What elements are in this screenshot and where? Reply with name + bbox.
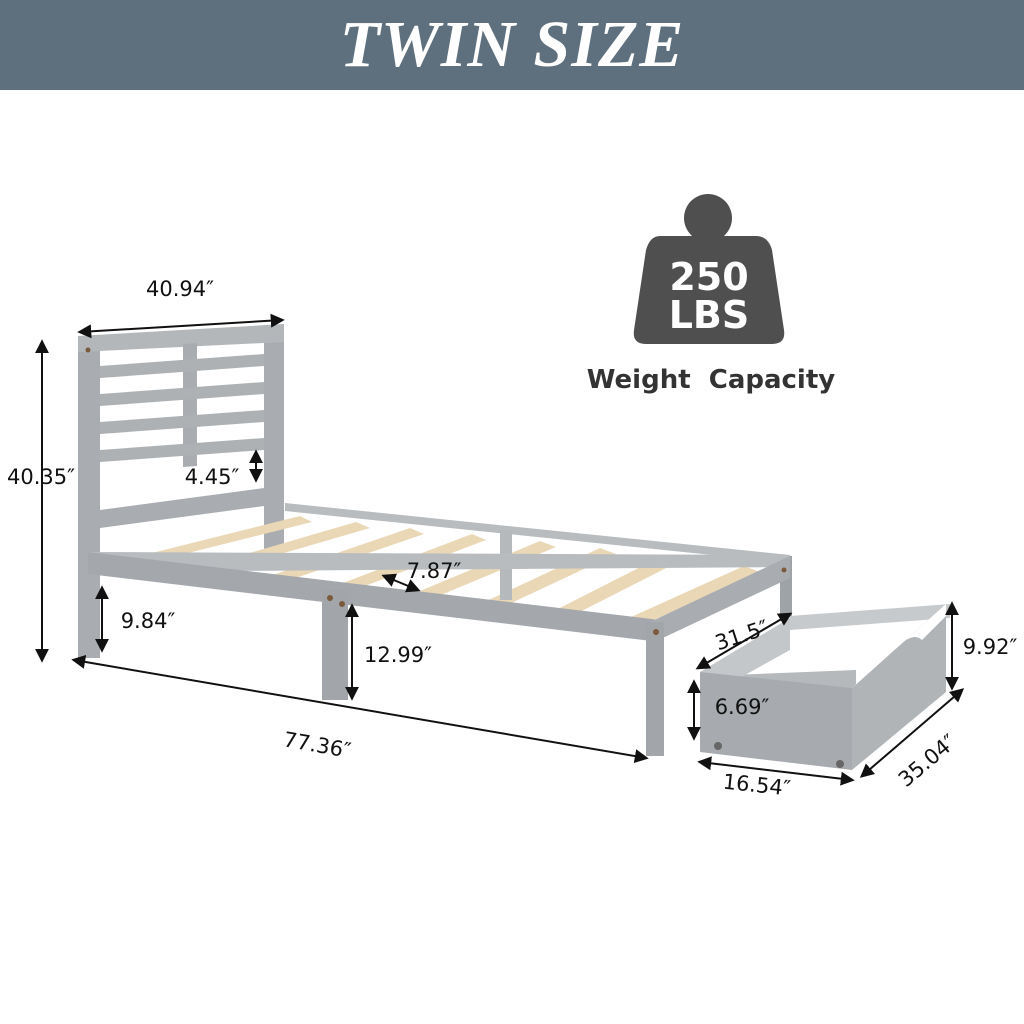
drawer-front-label: 16.54″ <box>722 770 792 801</box>
headboard-height-label: 40.35″ <box>7 465 75 489</box>
slat-gap-label: 4.45″ <box>185 465 240 489</box>
capacity-value: 250 <box>669 255 748 299</box>
bed-length-label: 77.36″ <box>282 727 353 762</box>
leg-height-label: 12.99″ <box>364 643 432 667</box>
banner-title: TWIN SIZE <box>339 8 685 81</box>
headboard-width-label: 40.94″ <box>146 277 214 301</box>
capacity-unit: LBS <box>669 293 750 337</box>
drawer-height-label: 9.92″ <box>963 635 1018 659</box>
dimension-lines <box>35 313 965 786</box>
drawer-inner-height-label: 6.69″ <box>715 695 770 719</box>
clearance-label: 9.84″ <box>121 609 176 633</box>
capacity-label: Weight Capacity <box>587 365 835 395</box>
slat-spacing-label: 7.87″ <box>407 559 462 583</box>
weight-icon: 250 LBS <box>633 194 785 344</box>
title-banner: TWIN SIZE <box>0 0 1024 90</box>
